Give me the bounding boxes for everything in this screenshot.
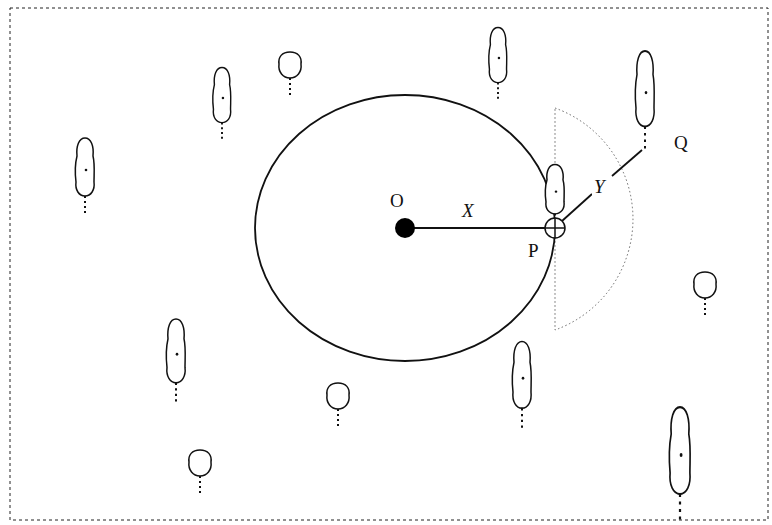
tree [635, 51, 654, 152]
tree [166, 319, 185, 405]
tree [213, 68, 231, 142]
tree [669, 407, 690, 524]
center-dot [395, 218, 415, 238]
point-marker [554, 218, 556, 238]
point-label: Q [672, 132, 690, 153]
point-label: O [388, 190, 406, 211]
tree [279, 52, 301, 96]
tree [189, 450, 211, 494]
distance-y [562, 194, 592, 221]
search-arc [555, 108, 633, 330]
frame [10, 8, 768, 520]
range-ellipse [255, 95, 555, 361]
distance-label: X [460, 200, 476, 221]
tree [489, 27, 507, 101]
distance-y [612, 150, 642, 176]
tree [694, 272, 716, 316]
tree [512, 342, 531, 432]
point-marker [545, 218, 565, 238]
tree [75, 138, 94, 216]
distance-x [412, 227, 545, 229]
point-label: P [526, 240, 541, 261]
tree [327, 383, 349, 427]
distance-label: Y [592, 176, 607, 197]
